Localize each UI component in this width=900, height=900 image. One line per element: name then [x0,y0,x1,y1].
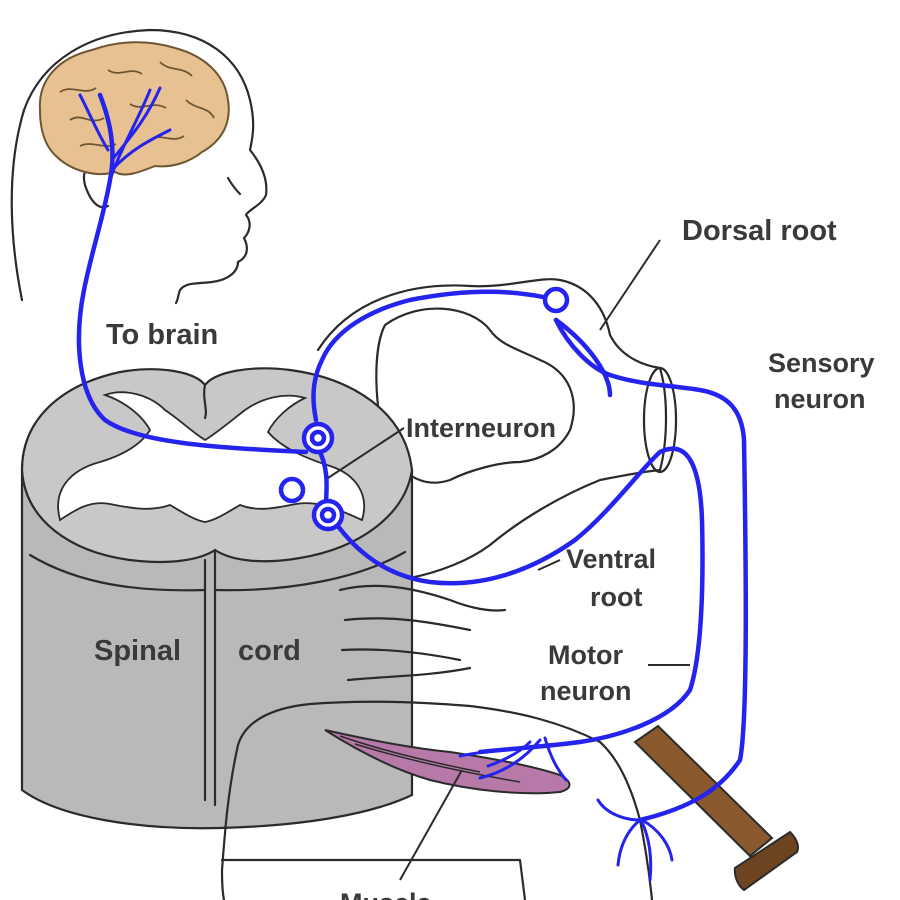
label-cord: cord [238,635,301,667]
label-motor-neuron-line2: neuron [540,676,632,706]
dorsal-root-ganglion-cell [542,286,570,314]
spinal-cord [20,367,414,830]
label-ventral-root-line1: Ventral [566,544,656,574]
label-motor-neuron-line1: Motor [548,640,623,670]
muscle-leader [399,769,463,881]
neural-pathways [76,86,749,882]
muscle [324,729,571,795]
ascending-tract-cell [278,476,306,504]
reflex-hammer-icon [633,724,800,892]
dorsal-root-leader [599,239,661,331]
label-interneuron: Interneuron [406,413,556,443]
head [10,28,268,305]
ventral-root-bundle [338,584,507,682]
label-muscle: Muscle [340,888,432,900]
interneuron-leader [327,427,405,479]
label-dorsal-root: Dorsal root [682,215,837,247]
label-sensory-neuron-line1: Sensory [768,348,875,378]
label-to-brain: To brain [106,319,218,351]
label-sensory-neuron-line2: neuron [774,384,866,414]
ventral-root-leader [537,559,561,571]
brain [38,41,230,176]
label-spinal: Spinal [94,635,181,667]
label-ventral-root-line2: root [590,582,642,612]
